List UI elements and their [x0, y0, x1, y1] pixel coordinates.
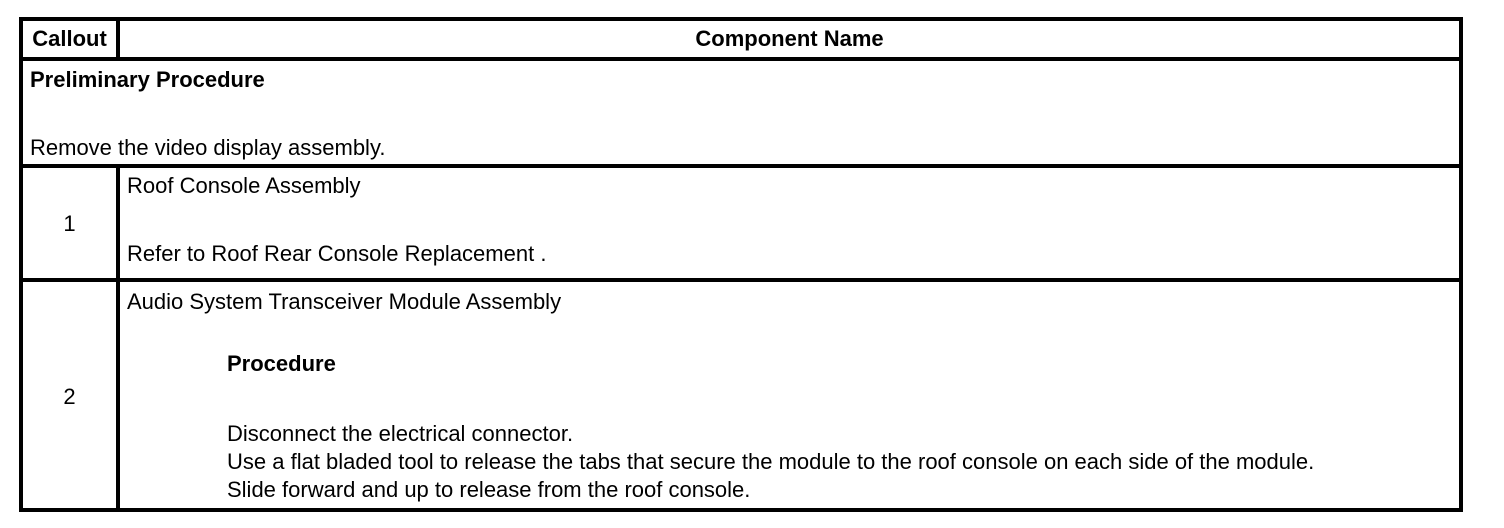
spacer	[127, 378, 1452, 420]
spacer	[30, 94, 1452, 134]
spacer	[127, 200, 1452, 240]
spacer	[127, 316, 1452, 350]
component-callout-table: Callout Component Name Preliminary Proce…	[19, 17, 1463, 512]
preliminary-procedure-title: Preliminary Procedure	[30, 67, 265, 92]
preliminary-procedure-cell: Preliminary Procedure Remove the video d…	[19, 57, 1463, 168]
table-row: 2 Audio System Transceiver Module Assemb…	[19, 278, 1463, 512]
component-name-text: Audio System Transceiver Module Assembly	[127, 289, 562, 314]
callout-number: 1	[19, 164, 120, 282]
component-cell: Audio System Transceiver Module Assembly…	[116, 278, 1463, 512]
callout-number: 2	[19, 278, 120, 512]
table-header-row: Callout Component Name	[19, 17, 1463, 61]
callout-column-header: Callout	[19, 17, 120, 61]
procedure-step: Slide forward and up to release from the…	[227, 477, 751, 502]
component-cell: Roof Console Assembly Refer to Roof Rear…	[116, 164, 1463, 282]
table-row: 1 Roof Console Assembly Refer to Roof Re…	[19, 164, 1463, 282]
preliminary-procedure-row: Preliminary Procedure Remove the video d…	[19, 57, 1463, 168]
component-name-text: Roof Console Assembly	[127, 173, 361, 198]
procedure-label: Procedure	[227, 351, 336, 376]
preliminary-procedure-text: Remove the video display assembly.	[30, 135, 386, 160]
procedure-step: Disconnect the electrical connector.	[227, 421, 574, 446]
procedure-step: Use a flat bladed tool to release the ta…	[227, 449, 1315, 474]
refer-to-text: Refer to Roof Rear Console Replacement .	[127, 241, 547, 266]
component-name-column-header: Component Name	[116, 17, 1463, 61]
